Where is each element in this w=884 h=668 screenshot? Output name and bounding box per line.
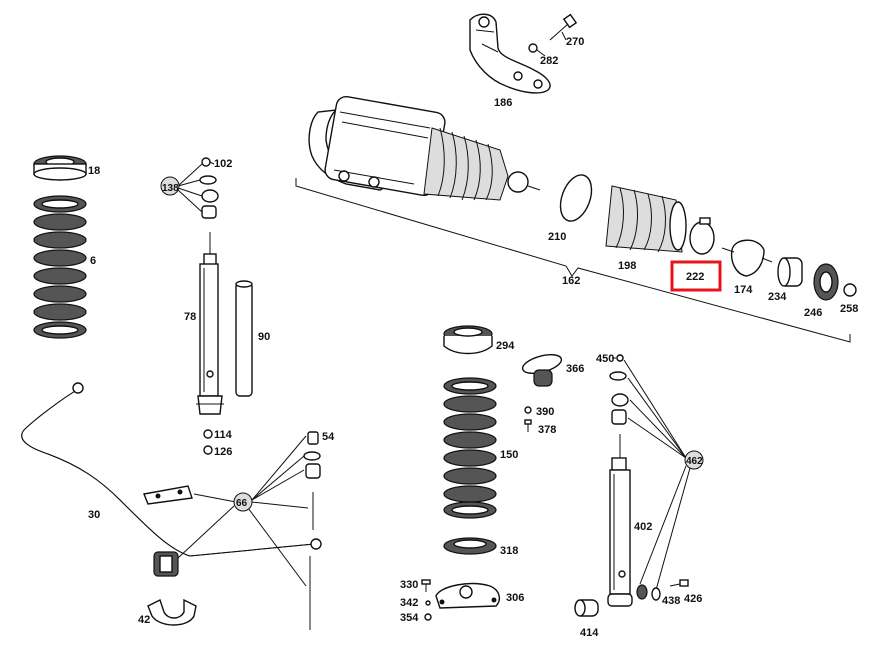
nut-258 (843, 283, 857, 297)
label-66: 66 (236, 498, 248, 509)
label-390: 390 (536, 406, 554, 418)
spring-seat-294 (443, 325, 493, 355)
label-210: 210 (548, 231, 566, 243)
label-102: 102 (214, 158, 232, 170)
highlight-box-222 (670, 260, 722, 292)
label-162: 162 (562, 275, 580, 287)
nut-354 (424, 613, 432, 621)
bolt-270 (549, 13, 578, 41)
washer-390 (524, 406, 532, 414)
coil-spring-6 (33, 195, 87, 339)
nut-450 (616, 354, 624, 362)
label-234: 234 (768, 291, 787, 303)
label-330: 330 (400, 579, 418, 591)
label-462: 462 (686, 456, 703, 467)
label-246: 246 (804, 307, 822, 319)
label-222: 222 (686, 271, 704, 283)
label-450: 450 (596, 353, 614, 365)
label-138: 138 (162, 183, 179, 194)
clamp-42 (147, 598, 197, 626)
washer-114 (203, 429, 213, 439)
label-354: 354 (400, 612, 419, 624)
label-402: 402 (634, 521, 652, 533)
washer-342 (425, 600, 431, 606)
label-282: 282 (540, 55, 558, 67)
callout-circle-138 (160, 176, 180, 196)
label-150: 150 (500, 449, 518, 461)
label-258: 258 (840, 303, 858, 315)
nut-126 (203, 445, 213, 455)
label-378: 378 (538, 424, 556, 436)
label-174: 174 (734, 284, 753, 296)
clamp-222 (689, 217, 715, 255)
label-90: 90 (258, 331, 270, 343)
label-18: 18 (88, 165, 100, 177)
bushing-66 (153, 551, 179, 577)
label-414: 414 (580, 627, 599, 639)
label-306: 306 (506, 592, 524, 604)
steering-box-162 (308, 95, 541, 201)
bracket-66 (143, 485, 193, 505)
bracket-162 (295, 178, 851, 343)
mounting-kit-138 (177, 157, 219, 219)
bolt-378 (524, 419, 532, 432)
shock-absorber-78 (196, 232, 224, 415)
label-186: 186 (494, 97, 512, 109)
spring-seat-18 (33, 155, 87, 181)
label-438: 438 (662, 595, 680, 607)
bump-stop-90 (235, 280, 253, 397)
coil-spring-150 (443, 377, 497, 519)
mounting-kit-462 (609, 354, 691, 591)
boot-198 (605, 185, 687, 253)
label-54: 54 (322, 431, 335, 443)
bump-stop-366 (521, 353, 563, 387)
washer-282 (528, 43, 538, 53)
bolt-330 (421, 579, 431, 592)
clamp-ring-210 (559, 174, 593, 222)
bolt-426 (669, 579, 689, 587)
label-294: 294 (496, 340, 515, 352)
label-342: 342 (400, 597, 418, 609)
cup-246 (813, 263, 839, 301)
mount-306 (435, 582, 501, 609)
washer-438 (636, 584, 661, 601)
label-426: 426 (684, 593, 702, 605)
callout-circle-66 (233, 492, 253, 512)
bushing-414 (574, 599, 599, 617)
sleeve-234 (777, 257, 803, 287)
callout-circle-462 (684, 450, 704, 470)
label-114: 114 (214, 429, 233, 441)
bracket-186 (469, 13, 551, 94)
label-270: 270 (566, 36, 584, 48)
shock-absorber-402 (607, 434, 633, 607)
spring-pad-318 (443, 537, 497, 555)
label-318: 318 (500, 545, 518, 557)
label-42: 42 (138, 614, 150, 626)
label-78: 78 (184, 311, 196, 323)
label-126: 126 (214, 446, 232, 458)
ball-joint-174 (721, 239, 773, 277)
stabilizer-bar-30 (21, 382, 322, 557)
link-kit-54 (177, 431, 321, 630)
label-30: 30 (88, 509, 100, 521)
label-366: 366 (566, 363, 584, 375)
label-198: 198 (618, 260, 636, 272)
label-6: 6 (90, 255, 96, 267)
